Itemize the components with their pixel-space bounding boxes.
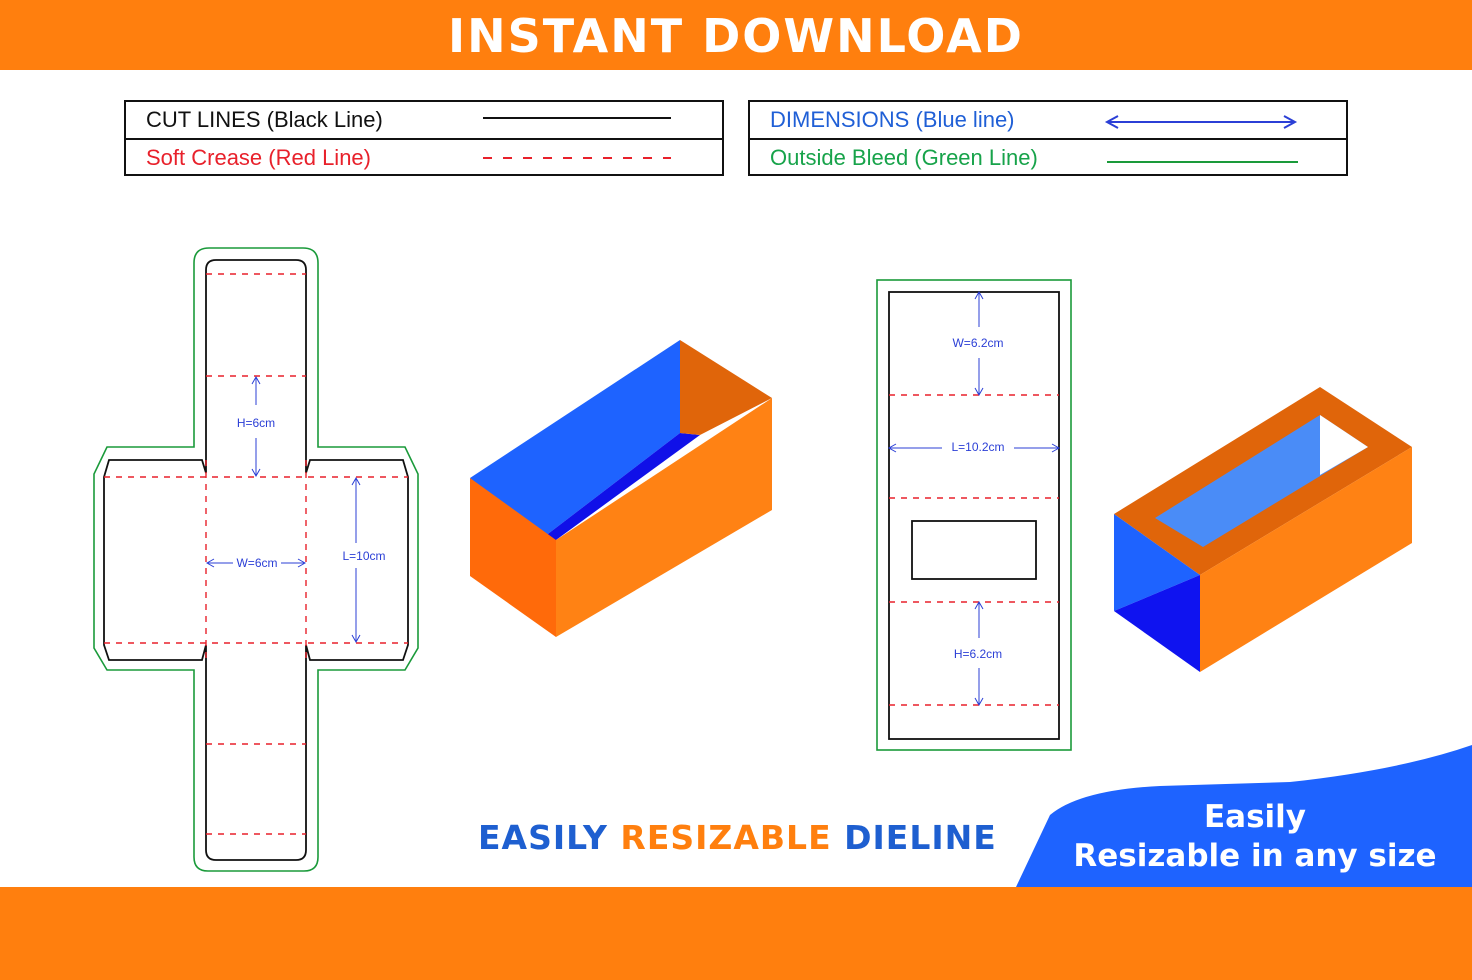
corner-badge-line1: Easily	[1203, 799, 1306, 835]
legend-cut-line-sample	[483, 117, 671, 119]
legend-dimensions-label: DIMENSIONS (Blue line)	[770, 107, 1015, 132]
sleeve-opening-lower	[1114, 575, 1200, 672]
tagline-resizable: RESIZABLE	[620, 818, 832, 857]
cross-dimension-arrows	[205, 375, 361, 644]
sleeve-bleed-outline	[876, 279, 1072, 751]
sleeve-window-inner-wall	[1320, 415, 1368, 475]
cross-width-label: W=6cm	[236, 556, 277, 570]
tray-inner-back-wall	[470, 340, 680, 540]
legend-row-dimensions: DIMENSIONS (Blue line)	[750, 102, 1346, 138]
sleeve-cut-outline	[888, 291, 1060, 740]
legend-cut-label: CUT LINES (Black Line)	[146, 107, 383, 132]
sleeve-height-label: H=6.2cm	[954, 647, 1002, 661]
corner-badge-line2: Resizable in any size	[1073, 838, 1437, 874]
sleeve-window-cutout	[911, 520, 1037, 580]
sleeve-dieline: W=6.2cm L=10.2cm H=6.2cm	[876, 279, 1072, 751]
sleeve-3d	[1114, 387, 1412, 672]
tagline: EASILY RESIZABLE DIELINE	[478, 818, 996, 857]
legend-row-bleed: Outside Bleed (Green Line)	[750, 138, 1346, 176]
tray-front-left-face	[470, 478, 556, 637]
tray-front-right-face	[556, 398, 772, 637]
sleeve-dimension-arrows	[887, 290, 1061, 707]
cross-cut-outline	[103, 259, 409, 861]
corner-blue-wave	[1016, 745, 1472, 887]
top-banner: INSTANT DOWNLOAD	[0, 0, 1472, 70]
sleeve-length-label: L=10.2cm	[951, 440, 1004, 454]
sleeve-front-face	[1200, 447, 1412, 672]
legend-bleed-line-sample	[1107, 161, 1298, 163]
cross-bleed-outline	[93, 247, 419, 872]
tray-inner-floor	[540, 433, 700, 540]
legend-row-crease: Soft Crease (Red Line)	[126, 138, 722, 176]
banner-title: INSTANT DOWNLOAD	[448, 9, 1024, 63]
legend-right: DIMENSIONS (Blue line) Outside Bleed (Gr…	[748, 100, 1348, 176]
sleeve-width-label: W=6.2cm	[952, 336, 1003, 350]
cross-height-label: H=6cm	[237, 416, 275, 430]
legend-crease-label: Soft Crease (Red Line)	[146, 145, 371, 170]
tagline-easily: EASILY	[478, 818, 608, 857]
legend-bleed-label: Outside Bleed (Green Line)	[770, 145, 1038, 170]
corner-badge: Easily Resizable in any size	[1060, 798, 1450, 876]
open-tray-3d	[470, 340, 772, 637]
cross-length-label: L=10cm	[342, 549, 385, 563]
sleeve-top-window	[1155, 415, 1368, 547]
legend-left: CUT LINES (Black Line) Soft Crease (Red …	[124, 100, 724, 176]
bottom-band	[0, 887, 1472, 980]
tray-inner-right-wall	[680, 340, 772, 435]
tagline-dieline: DIELINE	[844, 818, 997, 857]
legend-row-cut: CUT LINES (Black Line)	[126, 102, 722, 138]
sleeve-opening-upper	[1114, 514, 1200, 611]
legend-dimension-arrow-sample	[1104, 115, 1298, 129]
cross-dieline: H=6cm W=6cm L=10cm	[93, 247, 419, 872]
sleeve-crease-lines	[889, 394, 1059, 706]
